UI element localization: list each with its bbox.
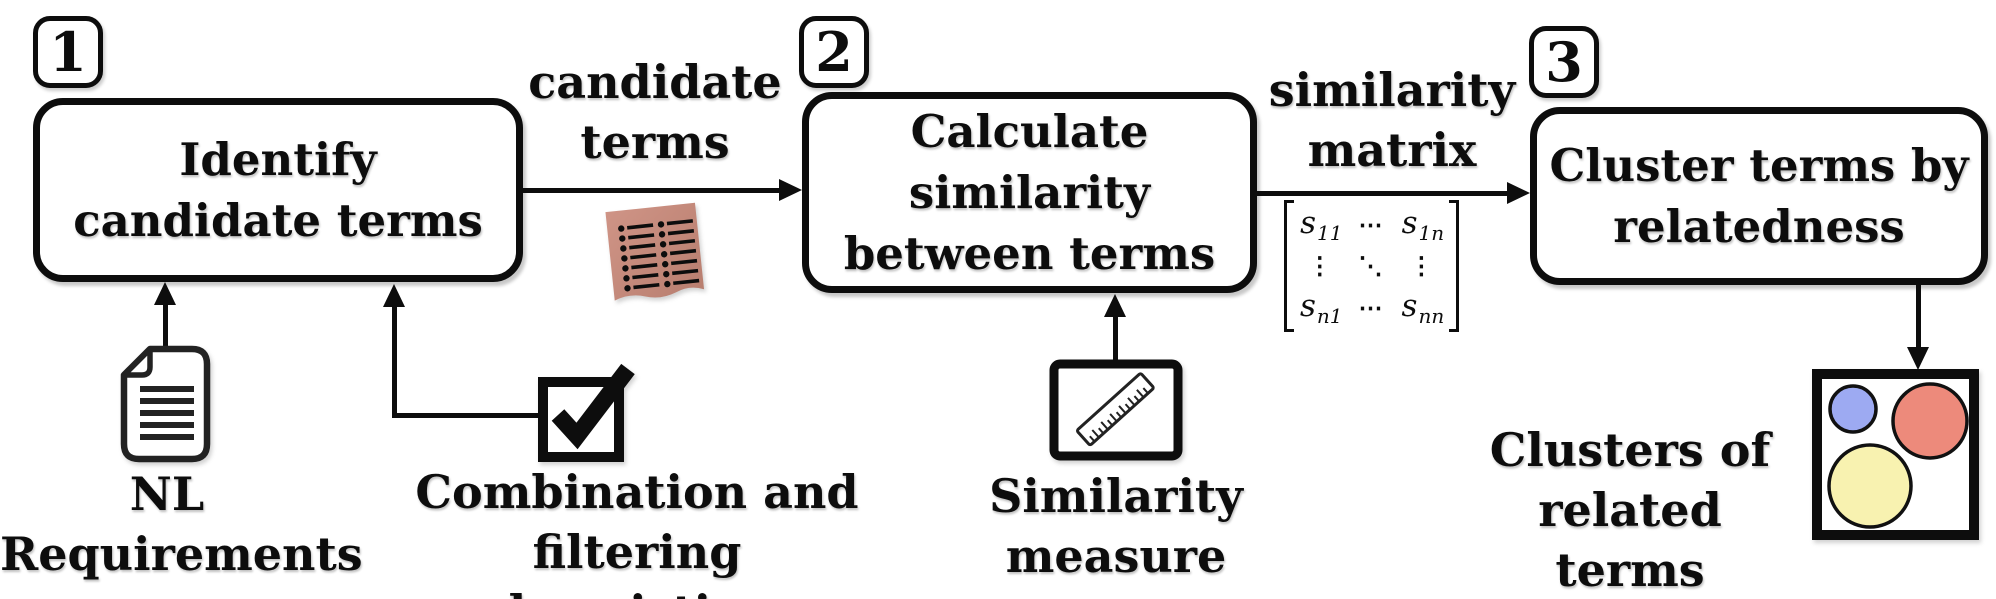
arrow-measure-to-step2 xyxy=(1113,314,1118,364)
note-bullet-column-left xyxy=(618,223,660,292)
matrix-right-bracket xyxy=(1449,200,1460,332)
step-3-title-line: relatedness xyxy=(1613,200,1905,253)
arrowhead-nl-requirements-to-step1 xyxy=(154,282,176,305)
edge-label-line: similarity xyxy=(1268,63,1516,117)
arrowhead-step1-to-step2 xyxy=(779,179,802,201)
step-2-title-line: between terms xyxy=(843,227,1216,280)
step-3-box: Cluster terms by relatedness xyxy=(1530,107,1988,285)
edge-label-line: terms xyxy=(580,115,730,169)
arrow-step3-to-clusters xyxy=(1916,285,1921,350)
step-2-title-line: similarity xyxy=(908,166,1151,219)
matrix-cell: s1n xyxy=(1401,205,1445,245)
caption-line: Combination and xyxy=(415,465,859,519)
edge-label-similarity-matrix: similarity matrix xyxy=(1212,60,1572,180)
cluster-circle-yellow xyxy=(1827,443,1913,529)
step-2-title-line: Calculate xyxy=(910,105,1149,158)
arrow-nl-requirements-to-step1 xyxy=(163,302,168,348)
caption-line: NL xyxy=(129,467,205,521)
matrix-dots: ⋱ xyxy=(1358,251,1385,280)
similarity-matrix-notation: s11 ⋯ s1n ⋮ ⋱ ⋮ sn1 ⋯ snn xyxy=(1284,200,1460,332)
edge-label-candidate-terms: candidate terms xyxy=(475,52,835,172)
checkbox-icon xyxy=(538,363,635,462)
arrow-step2-to-step3 xyxy=(1257,191,1510,196)
caption-line: Similarity xyxy=(989,469,1243,523)
document-icon xyxy=(120,345,211,463)
ruler-icon xyxy=(1049,359,1183,461)
step-3-title-line: Cluster terms by xyxy=(1549,139,1969,192)
step-1-box: Identify candidate terms xyxy=(33,98,523,282)
matrix-cell: sn1 xyxy=(1300,288,1343,328)
step-2-box: Calculate similarity between terms xyxy=(802,92,1257,293)
arrow-step1-to-step2 xyxy=(523,188,783,193)
matrix-dots: ⋮ xyxy=(1307,251,1334,280)
caption-heuristics: Combination and filtering heuristics xyxy=(402,462,872,599)
step-1-badge: 1 xyxy=(33,16,103,88)
arrowhead-step2-to-step3 xyxy=(1507,182,1530,204)
arrow-heuristics-riser xyxy=(392,305,397,418)
arrowhead-measure-to-step2 xyxy=(1104,294,1126,317)
clusters-icon xyxy=(1812,369,1979,540)
cluster-circle-red xyxy=(1891,382,1969,460)
step-2-badge: 2 xyxy=(799,16,869,88)
edge-label-line: candidate xyxy=(528,55,782,109)
arrowhead-heuristics-to-step1 xyxy=(383,284,405,307)
step-3-number: 3 xyxy=(1545,30,1583,94)
cluster-circle-blue xyxy=(1828,384,1878,434)
caption-similarity-measure: Similarity measure xyxy=(946,466,1286,586)
arrowhead-step3-to-clusters xyxy=(1907,347,1929,370)
matrix-grid: s11 ⋯ s1n ⋮ ⋱ ⋮ sn1 ⋯ snn xyxy=(1294,200,1449,332)
step-1-title-line: Identify xyxy=(179,133,377,186)
step-3-badge: 3 xyxy=(1529,26,1599,98)
caption-line: filtering heuristics xyxy=(509,525,765,599)
edge-label-line: matrix xyxy=(1307,123,1477,177)
matrix-left-bracket xyxy=(1284,200,1294,332)
caption-line: Clusters of xyxy=(1489,423,1771,477)
caption-line: measure xyxy=(1005,529,1227,583)
step-2-number: 2 xyxy=(815,20,853,84)
matrix-dots: ⋮ xyxy=(1409,251,1436,280)
arrow-heuristics-elbow xyxy=(394,413,540,418)
matrix-dots: ⋯ xyxy=(1358,292,1385,322)
caption-line: Requirements xyxy=(0,527,363,581)
note-bullet-column-right xyxy=(657,219,700,288)
matrix-cell: snn xyxy=(1401,288,1445,328)
step-1-number: 1 xyxy=(49,20,87,84)
caption-line: related terms xyxy=(1538,483,1722,597)
step-1-title-line: candidate terms xyxy=(73,194,483,247)
matrix-dots: ⋯ xyxy=(1358,209,1385,239)
matrix-cell: s11 xyxy=(1300,205,1343,245)
term-list-note-icon xyxy=(605,202,705,301)
caption-nl-requirements: NL Requirements xyxy=(0,464,363,584)
caption-clusters: Clusters of related terms xyxy=(1460,420,1800,599)
